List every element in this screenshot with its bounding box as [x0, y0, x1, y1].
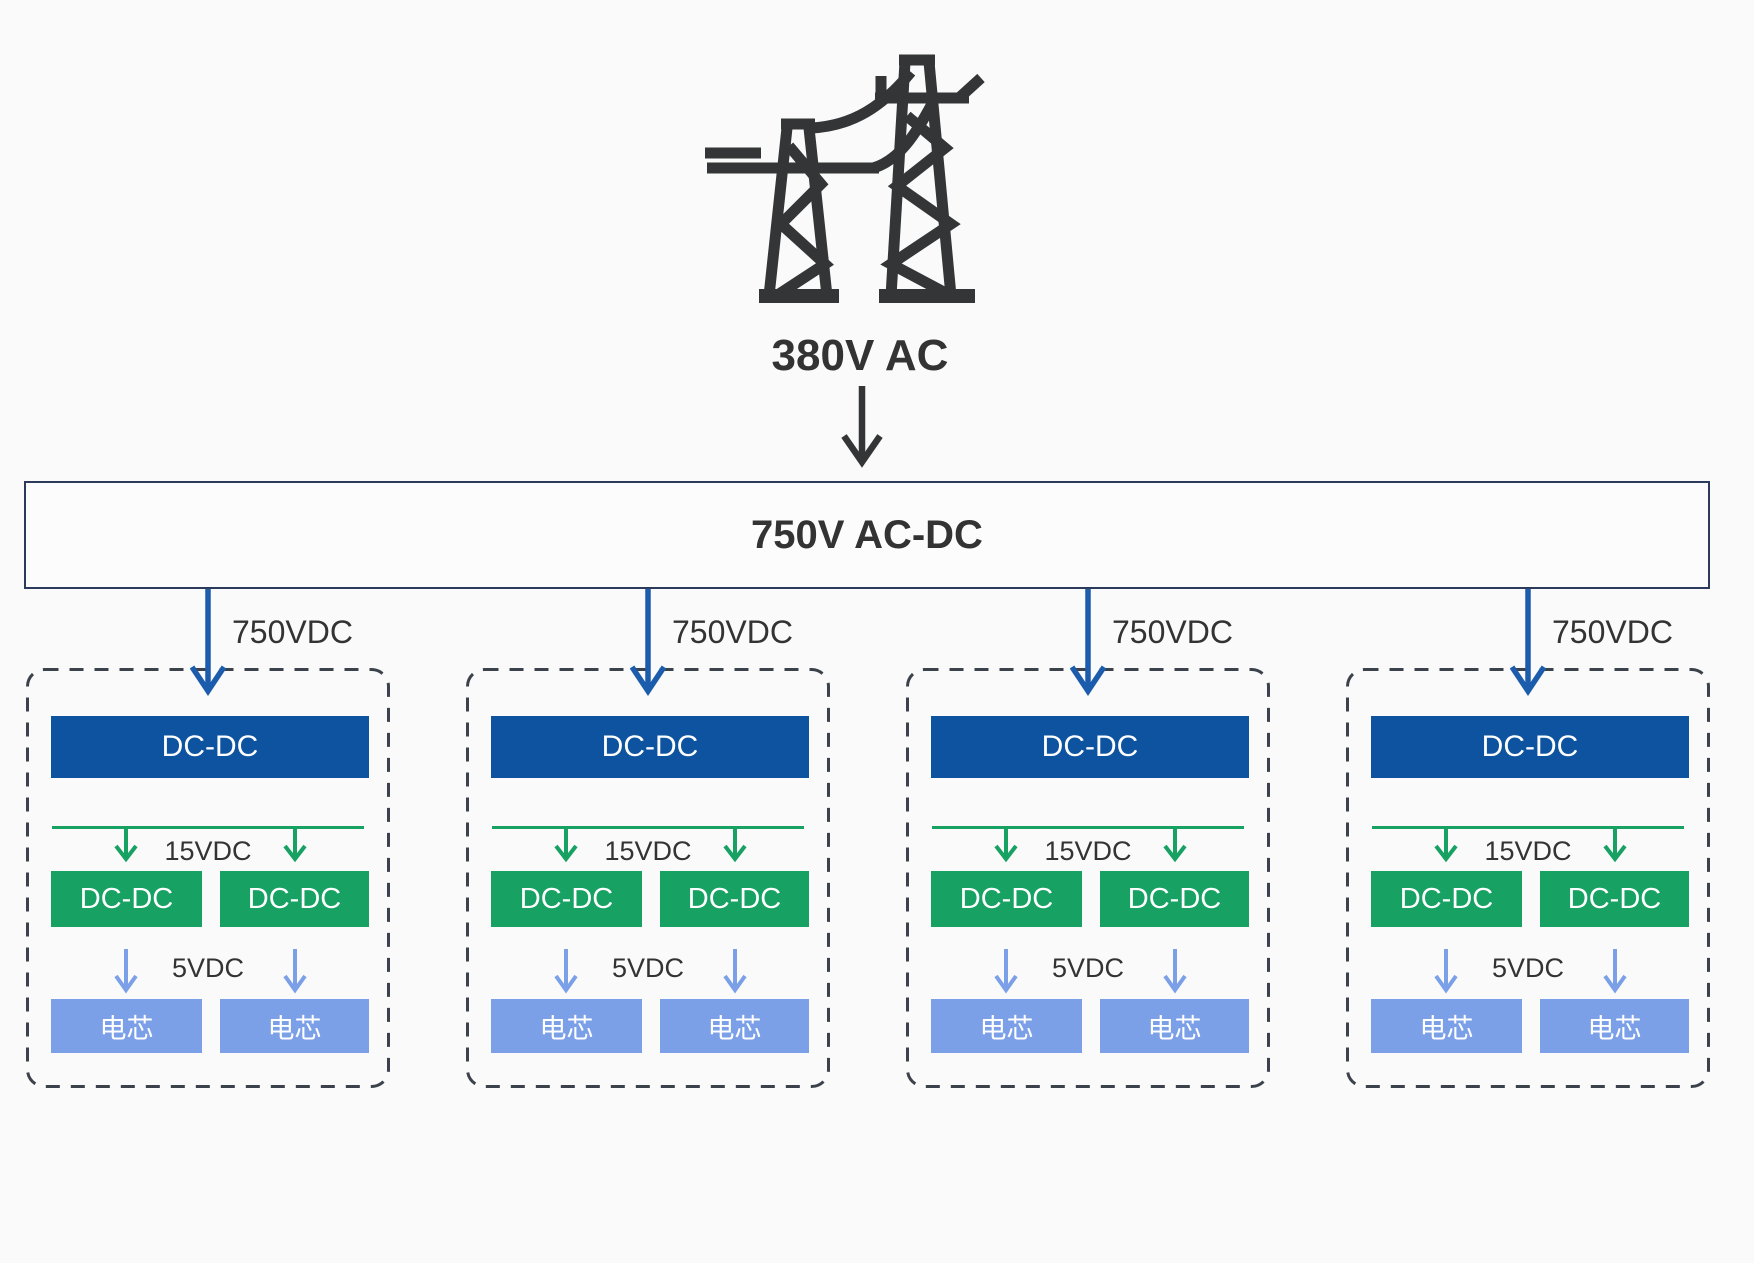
output-voltage-label: 5VDC: [171, 953, 245, 983]
branch-group-4: 750VDC DC-DC 15VDC DC-DC DC-DC 5VDC 电芯 电…: [1346, 589, 1710, 1088]
primary-dcdc-box: DC-DC: [491, 716, 809, 778]
output-arrow-icon: [723, 949, 747, 994]
intermediate-bus-line: [1372, 826, 1684, 829]
secondary-dcdc-box-right: DC-DC: [1100, 871, 1249, 927]
transmission-tower-icon: [705, 54, 985, 303]
branch-input-arrow-icon: [1509, 589, 1547, 696]
branch-input-voltage-label: 750VDC: [1552, 614, 1673, 650]
bus-arrow-icon: [1163, 826, 1187, 863]
branch-row: 750VDC DC-DC 15VDC DC-DC DC-DC 5VDC 电芯 电…: [26, 589, 1710, 1088]
rectifier-label: 750V AC-DC: [751, 512, 983, 557]
primary-dcdc-box: DC-DC: [51, 716, 369, 778]
source-down-arrow-icon: [841, 386, 883, 468]
intermediate-voltage-label: 15VDC: [1044, 836, 1132, 866]
output-arrow-icon: [1163, 949, 1187, 994]
intermediate-voltage-label: 15VDC: [164, 836, 252, 866]
cell-box-right: 电芯: [1540, 999, 1689, 1053]
branch-input-arrow-icon: [1069, 589, 1107, 696]
output-voltage-label: 5VDC: [611, 953, 685, 983]
intermediate-bus-line: [52, 826, 364, 829]
secondary-dcdc-box-left: DC-DC: [491, 871, 642, 927]
intermediate-bus-line: [492, 826, 804, 829]
primary-dcdc-box: DC-DC: [931, 716, 1249, 778]
cell-box-left: 电芯: [931, 999, 1082, 1053]
cell-box-right: 电芯: [1100, 999, 1249, 1053]
output-arrow-icon: [1434, 949, 1458, 994]
intermediate-voltage-label: 15VDC: [1484, 836, 1572, 866]
secondary-dcdc-box-left: DC-DC: [51, 871, 202, 927]
output-arrow-icon: [1603, 949, 1627, 994]
branch-group-1: 750VDC DC-DC 15VDC DC-DC DC-DC 5VDC 电芯 电…: [26, 589, 390, 1088]
source-voltage-label: 380V AC: [771, 331, 949, 380]
branch-input-voltage-label: 750VDC: [672, 614, 793, 650]
cell-box-left: 电芯: [1371, 999, 1522, 1053]
bus-arrow-icon: [554, 826, 578, 863]
output-arrow-icon: [283, 949, 307, 994]
bus-arrow-icon: [994, 826, 1018, 863]
bus-arrow-icon: [283, 826, 307, 863]
cell-box-left: 电芯: [51, 999, 202, 1053]
branch-input-voltage-label: 750VDC: [232, 614, 353, 650]
cell-box-right: 电芯: [660, 999, 809, 1053]
branch-group-3: 750VDC DC-DC 15VDC DC-DC DC-DC 5VDC 电芯 电…: [906, 589, 1270, 1088]
secondary-dcdc-box-right: DC-DC: [220, 871, 369, 927]
primary-dcdc-box: DC-DC: [1371, 716, 1689, 778]
bus-arrow-icon: [114, 826, 138, 863]
output-arrow-icon: [994, 949, 1018, 994]
output-arrow-icon: [114, 949, 138, 994]
secondary-dcdc-box-right: DC-DC: [660, 871, 809, 927]
secondary-dcdc-box-left: DC-DC: [931, 871, 1082, 927]
cell-box-left: 电芯: [491, 999, 642, 1053]
bus-arrow-icon: [1603, 826, 1627, 863]
bus-arrow-icon: [723, 826, 747, 863]
branch-input-voltage-label: 750VDC: [1112, 614, 1233, 650]
secondary-dcdc-box-right: DC-DC: [1540, 871, 1689, 927]
output-voltage-label: 5VDC: [1491, 953, 1565, 983]
cell-box-right: 电芯: [220, 999, 369, 1053]
branch-input-arrow-icon: [189, 589, 227, 696]
intermediate-voltage-label: 15VDC: [604, 836, 692, 866]
output-arrow-icon: [554, 949, 578, 994]
secondary-dcdc-box-left: DC-DC: [1371, 871, 1522, 927]
rectifier-box: 750V AC-DC: [24, 481, 1710, 589]
branch-group-2: 750VDC DC-DC 15VDC DC-DC DC-DC 5VDC 电芯 电…: [466, 589, 830, 1088]
branch-input-arrow-icon: [629, 589, 667, 696]
bus-arrow-icon: [1434, 826, 1458, 863]
intermediate-bus-line: [932, 826, 1244, 829]
output-voltage-label: 5VDC: [1051, 953, 1125, 983]
